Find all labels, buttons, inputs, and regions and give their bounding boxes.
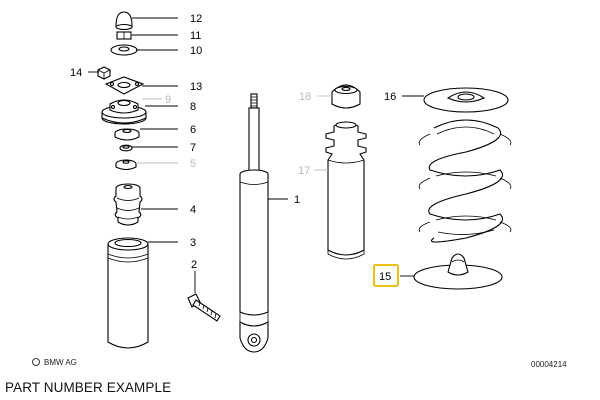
- callout-10[interactable]: 10: [190, 45, 202, 57]
- callout-8[interactable]: 8: [190, 101, 196, 113]
- part-8-strut-mount[interactable]: [101, 99, 147, 125]
- callout-5[interactable]: 5: [190, 158, 196, 170]
- callout-4[interactable]: 4: [190, 204, 196, 216]
- part-18-bump-stop[interactable]: [331, 84, 361, 109]
- caption: PART NUMBER EXAMPLE: [5, 380, 172, 395]
- callout-15[interactable]: 15: [379, 271, 391, 283]
- callout-13[interactable]: 13: [190, 81, 202, 93]
- part-11-nut[interactable]: [116, 31, 132, 40]
- callout-2[interactable]: 2: [191, 259, 197, 271]
- part-1-shock-absorber[interactable]: [239, 93, 269, 353]
- callout-12[interactable]: 12: [190, 13, 202, 25]
- copyright-text: BMW AG: [44, 358, 77, 367]
- callout-6[interactable]: 6: [190, 124, 196, 136]
- callout-9[interactable]: 9: [165, 94, 171, 106]
- callout-11[interactable]: 11: [190, 30, 201, 42]
- callout-15-highlight: [373, 264, 399, 287]
- part-10-washer[interactable]: [110, 44, 138, 56]
- diagram-id: 00004214: [531, 360, 567, 369]
- callout-18[interactable]: 18: [299, 91, 311, 103]
- callout-16[interactable]: 16: [384, 91, 396, 103]
- part-15-lower-spring-pad[interactable]: [413, 253, 503, 290]
- part-14-nut[interactable]: [97, 66, 111, 80]
- part-3-dust-tube[interactable]: [107, 237, 149, 349]
- copyright-logo-icon: [32, 358, 40, 366]
- part-13-mount-plate[interactable]: [104, 76, 145, 95]
- part-2-bolt[interactable]: [187, 293, 221, 322]
- callout-7[interactable]: 7: [190, 142, 196, 154]
- callout-14[interactable]: 14: [70, 67, 82, 79]
- part-4-bump-stop[interactable]: [113, 183, 143, 226]
- part-7-ring[interactable]: [119, 144, 133, 152]
- callout-1[interactable]: 1: [294, 194, 300, 206]
- callout-3[interactable]: 3: [190, 237, 196, 249]
- copyright-notice: BMW AG: [32, 358, 77, 367]
- part-6-spacer[interactable]: [114, 128, 140, 141]
- part-16-upper-spring-pad[interactable]: [423, 87, 509, 113]
- part-12-cap[interactable]: [115, 11, 133, 31]
- callout-17[interactable]: 17: [298, 165, 310, 177]
- part-5-washer[interactable]: [115, 159, 137, 171]
- part-17-protective-boot[interactable]: [325, 121, 367, 260]
- coil-spring[interactable]: [418, 119, 512, 243]
